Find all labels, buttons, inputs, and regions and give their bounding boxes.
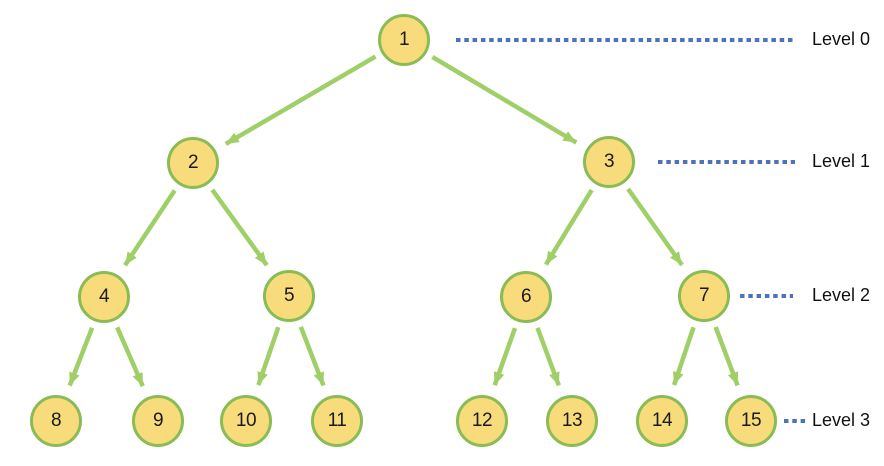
tree-node-3: 3	[583, 136, 635, 188]
tree-node-5: 5	[263, 270, 315, 322]
tree-edge-3-6	[543, 188, 594, 266]
tree-edge-3-7	[626, 187, 684, 267]
tree-node-15: 15	[725, 395, 777, 447]
tree-node-6: 6	[500, 271, 552, 323]
tree-edge-2-4	[123, 189, 177, 267]
level-label-1: Level 1	[812, 151, 871, 171]
tree-node-4: 4	[78, 271, 130, 323]
tree-edge-6-13	[535, 327, 561, 387]
level-label-2: Level 2	[812, 285, 871, 305]
tree-edge-7-15	[713, 326, 740, 387]
tree-edge-5-11	[298, 325, 326, 387]
tree-edge-1-2	[224, 54, 377, 146]
tree-node-11: 11	[311, 395, 363, 447]
tree-node-10: 10	[220, 395, 272, 447]
tree-node-8: 8	[30, 395, 82, 447]
tree-node-7: 7	[678, 270, 730, 322]
level-label-3: Level 3	[812, 410, 871, 430]
tree-node-9: 9	[132, 395, 184, 447]
tree-edge-4-9	[115, 326, 145, 388]
tree-edge-2-5	[210, 188, 269, 267]
tree-edge-6-12	[492, 327, 518, 386]
tree-node-12: 12	[456, 395, 508, 447]
tree-edge-5-10	[256, 326, 281, 386]
tree-edge-1-3	[431, 54, 578, 145]
tree-node-1: 1	[378, 14, 430, 66]
level-label-0: Level 0	[812, 29, 871, 49]
tree-edge-4-8	[67, 326, 95, 387]
tree-node-13: 13	[546, 395, 598, 447]
tree-node-14: 14	[636, 395, 688, 447]
tree-node-2: 2	[167, 137, 219, 189]
tree-edge-7-14	[671, 326, 696, 386]
